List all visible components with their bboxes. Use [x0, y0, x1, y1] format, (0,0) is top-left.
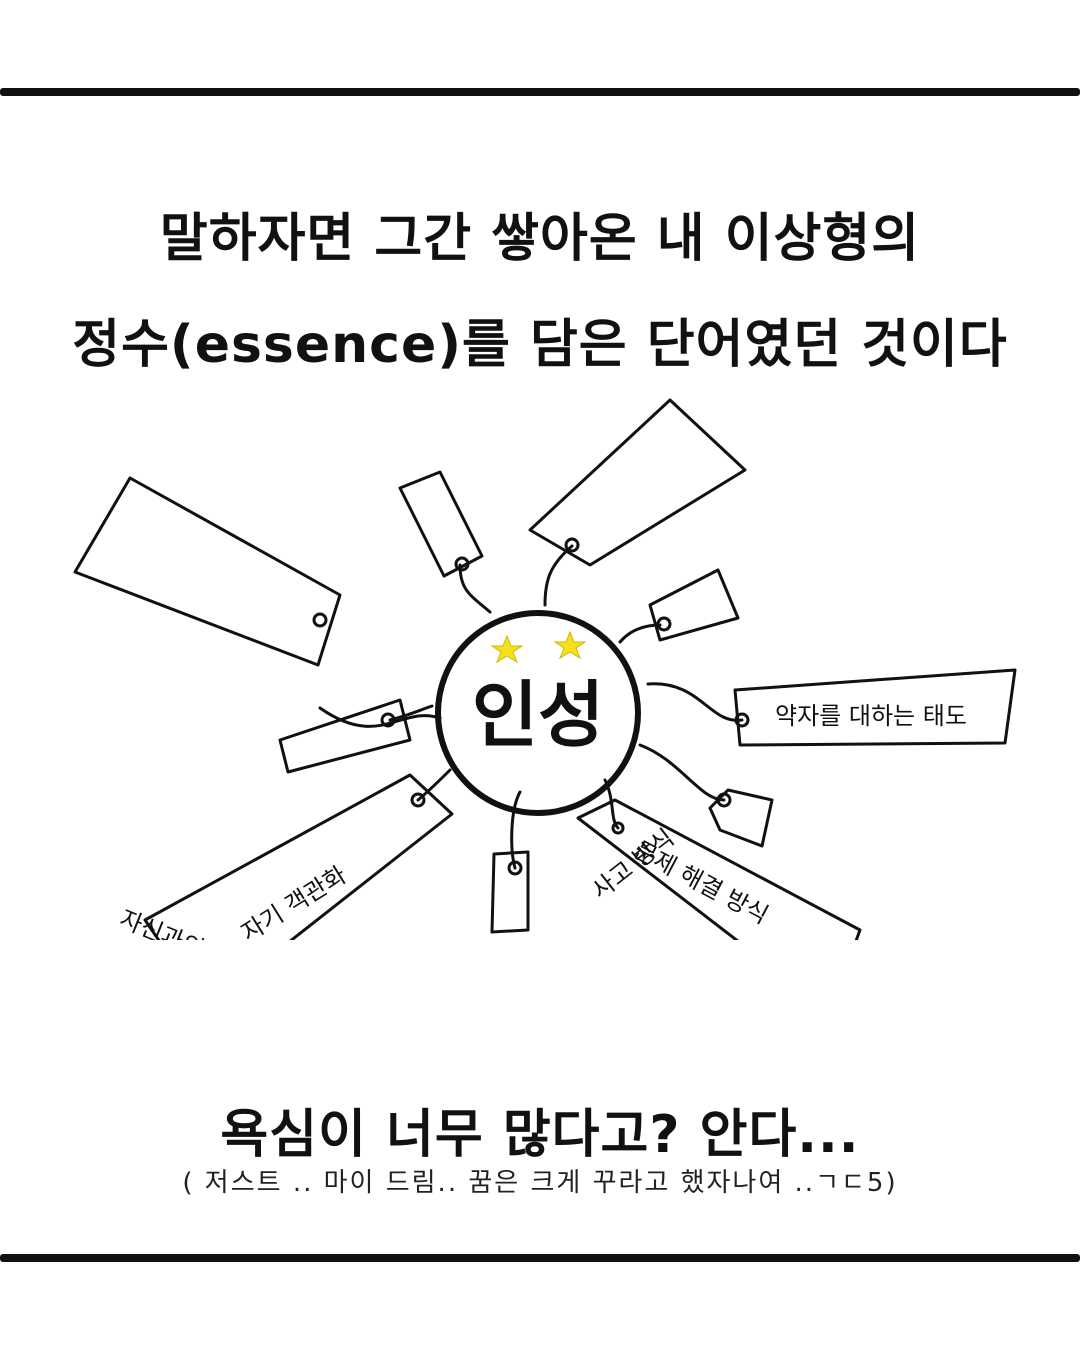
heading-line-2: 정수(essence)를 담은 단어였던 것이다 — [0, 302, 1080, 377]
footer-note: ( 저스트 .. 마이 드림.. 꿈은 크게 꾸라고 했자나여 ..ㄱㄷ5) — [0, 1162, 1080, 1199]
footer-line: 욕심이 너무 많다고? 안다... — [0, 1092, 1080, 1167]
tag-shape-self-comfort — [75, 478, 340, 665]
tag-label-self-objectivity: 자기 객관화 — [236, 861, 351, 940]
string-line — [512, 792, 520, 868]
top-border-line — [0, 88, 1080, 96]
string-line — [648, 684, 742, 721]
bottom-border-line — [0, 1254, 1080, 1262]
string-line — [620, 625, 660, 642]
personality-diagram: 인성 자신과의 편안함 사고 방식 약자를 대하는 태도 문제 해결 방식 자기… — [0, 380, 1080, 940]
star-icon — [492, 632, 585, 662]
tag-label-attitude: 약자를 대하는 태도 — [775, 702, 967, 730]
heading-line-1: 말하자면 그간 쌓아온 내 이상형의 — [0, 196, 1080, 271]
tag-label-problem-solving: 문제 해결 방식 — [629, 836, 773, 930]
blank-tag — [400, 472, 482, 576]
string-line — [640, 745, 724, 800]
center-label: 인성 — [472, 673, 604, 757]
tag-shape-thinking — [530, 400, 745, 565]
string-line — [460, 565, 490, 612]
string-line — [545, 546, 572, 605]
blank-tag — [280, 700, 410, 772]
